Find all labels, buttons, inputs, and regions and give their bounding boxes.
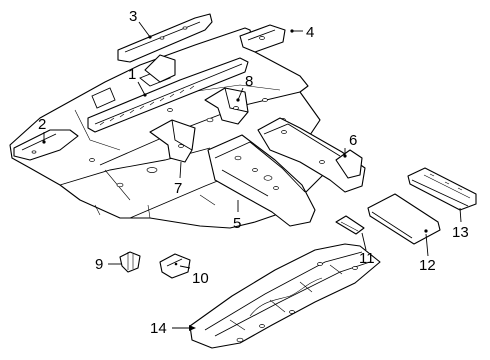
callout-6: 6 bbox=[349, 132, 357, 149]
part-13-crossmember bbox=[407, 167, 477, 211]
callout-3: 3 bbox=[129, 8, 137, 25]
part-12-plate bbox=[367, 193, 441, 245]
part-7-bracket bbox=[149, 119, 196, 163]
callout-2: 2 bbox=[38, 116, 46, 133]
callout-1: 1 bbox=[128, 66, 136, 83]
part-10-bracket bbox=[159, 253, 191, 279]
part-8-bracket bbox=[204, 87, 249, 125]
part-6-rail bbox=[257, 117, 366, 193]
callout-9: 9 bbox=[95, 256, 103, 273]
part-9-clip bbox=[119, 251, 141, 273]
callout-5: 5 bbox=[233, 215, 241, 232]
part-4-bracket bbox=[239, 24, 286, 53]
callout-10: 10 bbox=[192, 270, 209, 287]
part-3-rail bbox=[117, 13, 213, 63]
callout-12: 12 bbox=[419, 257, 436, 274]
callout-4: 4 bbox=[306, 24, 314, 41]
callout-11: 11 bbox=[359, 250, 375, 267]
callout-numbers: 1 2 3 4 5 6 7 8 9 10 11 12 13 14 bbox=[38, 8, 469, 337]
part-14-underbody-panel bbox=[189, 243, 381, 349]
leader-lines bbox=[43, 21, 462, 331]
part-5-sill bbox=[207, 134, 316, 227]
callout-7: 7 bbox=[174, 180, 182, 197]
part-1-reinforcement bbox=[87, 54, 249, 133]
callout-8: 8 bbox=[245, 73, 253, 90]
part-11-plate bbox=[335, 215, 365, 235]
callout-14: 14 bbox=[150, 320, 167, 337]
callout-13: 13 bbox=[452, 224, 469, 241]
